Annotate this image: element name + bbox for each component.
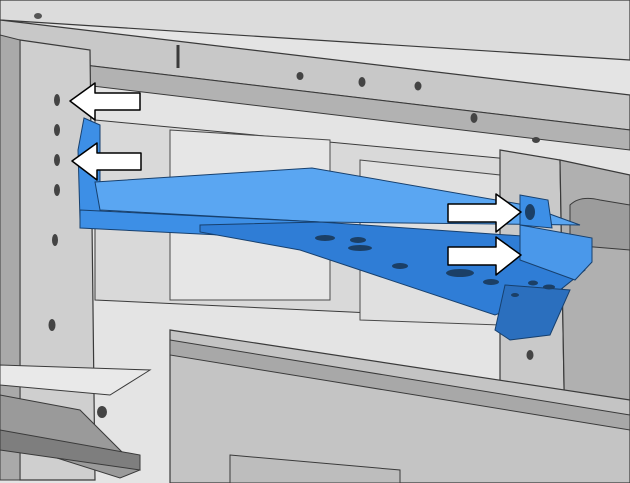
lower-rail [0,329,630,483]
arrow-left-lower-icon [71,142,142,181]
top-rail [0,0,630,151]
arrow-right-lower-icon [447,236,522,276]
arrow-right-upper-icon [447,193,522,233]
arrow-left-upper-icon [69,82,141,121]
